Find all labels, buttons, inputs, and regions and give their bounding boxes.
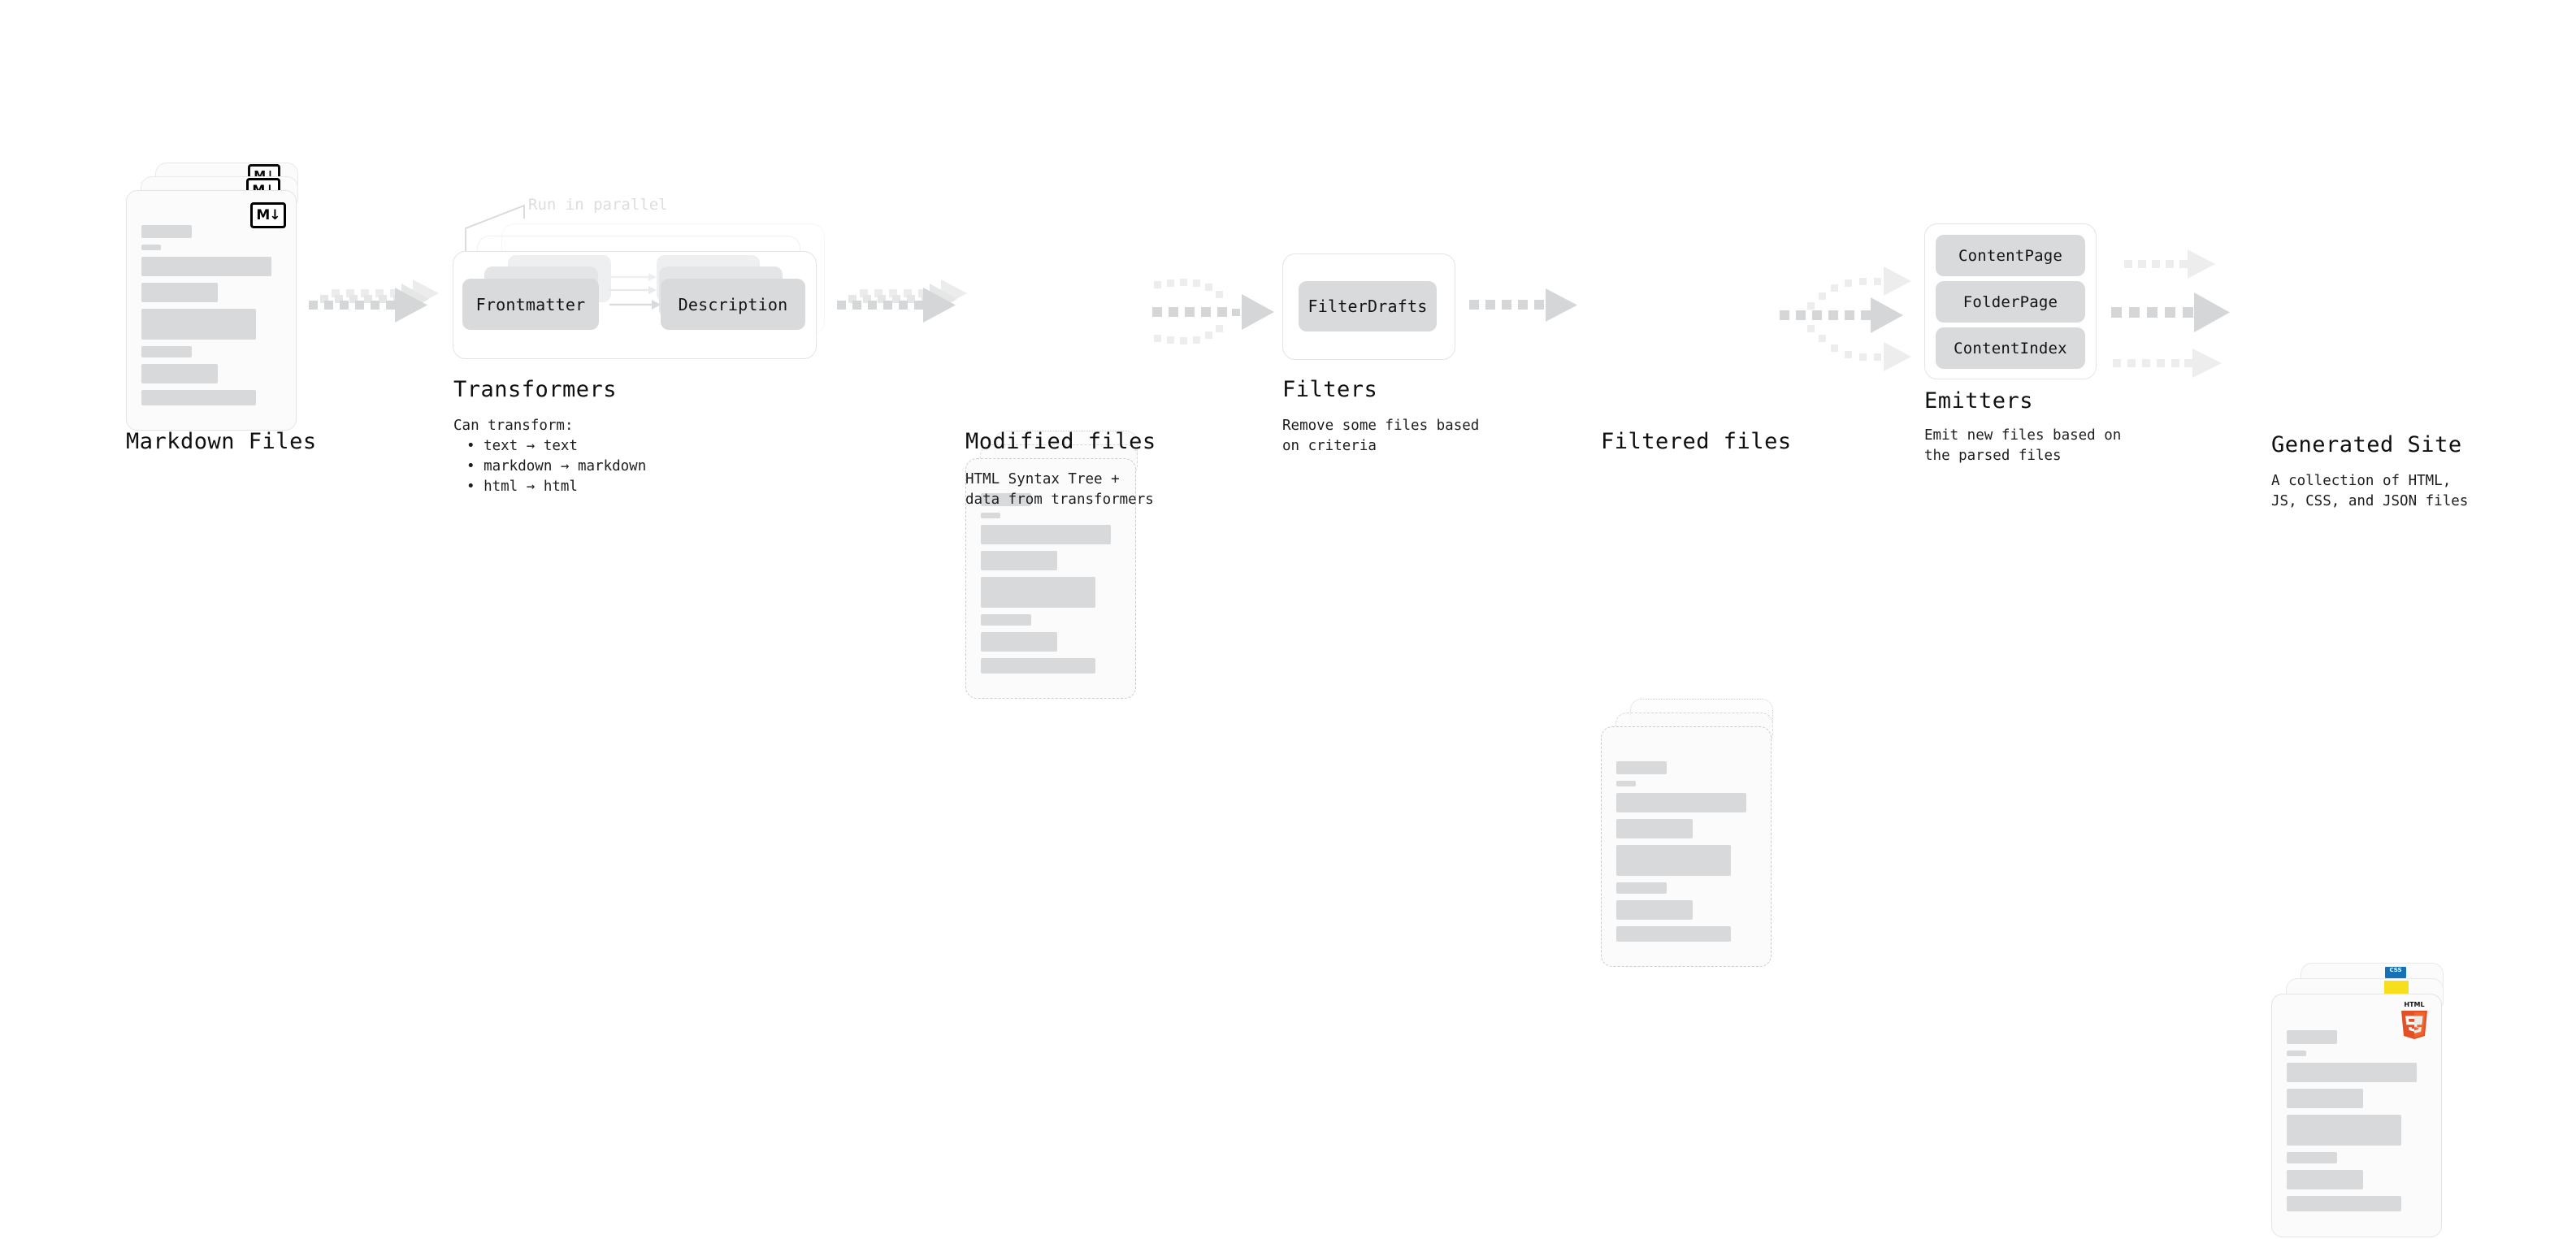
chip-label: Description: [678, 294, 788, 314]
modified-files-card-stack: [965, 431, 1152, 699]
doc-line: [1616, 819, 1693, 838]
connector-filters-to-filtered: [1469, 288, 1587, 329]
doc-line: [141, 225, 192, 238]
doc-line: [141, 309, 256, 340]
doc-line: [141, 364, 218, 383]
run-in-parallel-bracket: [465, 204, 525, 253]
chip-label: FolderPage: [1962, 292, 2058, 311]
doc-line: [2287, 1152, 2337, 1163]
site-card-front: HTML: [2271, 994, 2442, 1237]
emitter-chip-folderpage[interactable]: FolderPage: [1936, 281, 2085, 323]
doc-line: [2287, 1063, 2417, 1082]
doc-line: [2287, 1170, 2363, 1189]
generated-site-card-stack: CSS HTML: [2271, 963, 2466, 1239]
svg-text:HTML: HTML: [2404, 1001, 2424, 1008]
doc-line: [1616, 900, 1693, 920]
css-icon: CSS: [2385, 967, 2406, 978]
doc-line: [141, 390, 256, 405]
css-icon-label: CSS: [2389, 967, 2402, 973]
modified-card-front: [965, 458, 1136, 699]
doc-line: [141, 245, 161, 250]
doc-line: [981, 658, 1095, 674]
generated-site-subtitle: A collection of HTML, JS, CSS, and JSON …: [2271, 473, 2469, 509]
connector-modified-to-filters: [1144, 258, 1290, 372]
doc-line: [2287, 1051, 2306, 1056]
filtered-card-front: [1601, 726, 1772, 967]
markdown-icon: M↓: [250, 202, 286, 228]
doc-line: [1616, 926, 1731, 942]
doc-line: [981, 632, 1057, 652]
doc-line: [981, 577, 1095, 608]
doc-line: [141, 283, 218, 302]
filters-title: Filters: [1282, 377, 1378, 402]
doc-line: [2287, 1030, 2337, 1044]
connector-filtered-to-emitters: [1780, 236, 1930, 398]
doc-line: [2287, 1115, 2401, 1146]
transformers-subtitle-intro: Can transform:: [453, 418, 574, 434]
emitters-title: Emitters: [1924, 388, 2034, 414]
generated-site-title: Generated Site: [2271, 432, 2462, 457]
doc-line: [1616, 793, 1746, 812]
chip-label: Frontmatter: [475, 294, 586, 314]
connector-md-to-transformers: [309, 268, 439, 357]
emitter-chip-contentpage[interactable]: ContentPage: [1936, 235, 2085, 276]
doc-line: [981, 513, 1000, 518]
transformers-bullet: • markdown → markdown: [466, 458, 647, 474]
filter-chip-filterdrafts[interactable]: FilterDrafts: [1299, 281, 1437, 331]
pipeline-diagram: M↓ M↓ M↓ Markdown Files: [126, 162, 2469, 1237]
doc-line: [141, 257, 271, 276]
doc-line: [1616, 781, 1636, 786]
transformers-bullet: • text → text: [466, 438, 578, 454]
doc-line: [981, 551, 1057, 570]
doc-line: [141, 346, 192, 357]
chip-label: ContentIndex: [1954, 339, 2067, 357]
transformers-group: Run in parallel Frontmatter Descrip: [443, 191, 825, 362]
run-in-parallel-label: Run in parallel: [528, 196, 668, 214]
markdown-card-front: M↓: [126, 190, 297, 431]
doc-line: [1616, 761, 1667, 774]
connector-transformers-to-modified: [837, 268, 967, 357]
transformers-title: Transformers: [453, 377, 618, 402]
emitters-subtitle: Emit new files based on the parsed files: [1924, 427, 2122, 464]
transformer-chip-description[interactable]: Description: [661, 279, 805, 330]
transformer-chip-frontmatter[interactable]: Frontmatter: [462, 279, 599, 330]
filters-subtitle: Remove some files based on criteria: [1282, 418, 1480, 454]
doc-line: [1616, 845, 1731, 876]
chip-label: ContentPage: [1958, 246, 2063, 265]
doc-line: [1616, 882, 1667, 894]
transformers-bullet: • html → html: [466, 479, 578, 495]
markdown-files-title: Markdown Files: [126, 429, 317, 454]
modified-files-subtitle: HTML Syntax Tree + data from transformer…: [965, 471, 1154, 508]
doc-line: [2287, 1089, 2363, 1108]
transformers-bullets: • text → text • markdown → markdown • ht…: [466, 436, 646, 497]
chip-label: FilterDrafts: [1308, 297, 1428, 316]
transformer-inner-arrows: [609, 273, 661, 310]
markdown-files-card-stack: M↓ M↓ M↓: [126, 162, 313, 431]
doc-line: [981, 493, 1031, 506]
emitter-chip-contentindex[interactable]: ContentIndex: [1936, 327, 2085, 369]
modified-files-title: Modified files: [965, 429, 1156, 454]
doc-line: [981, 525, 1111, 544]
filtered-files-card-stack: [1601, 699, 1788, 967]
connector-emitters-to-site: [2111, 236, 2253, 398]
doc-line: [2287, 1196, 2401, 1211]
filtered-files-title: Filtered files: [1601, 429, 1792, 454]
doc-line: [981, 614, 1031, 626]
